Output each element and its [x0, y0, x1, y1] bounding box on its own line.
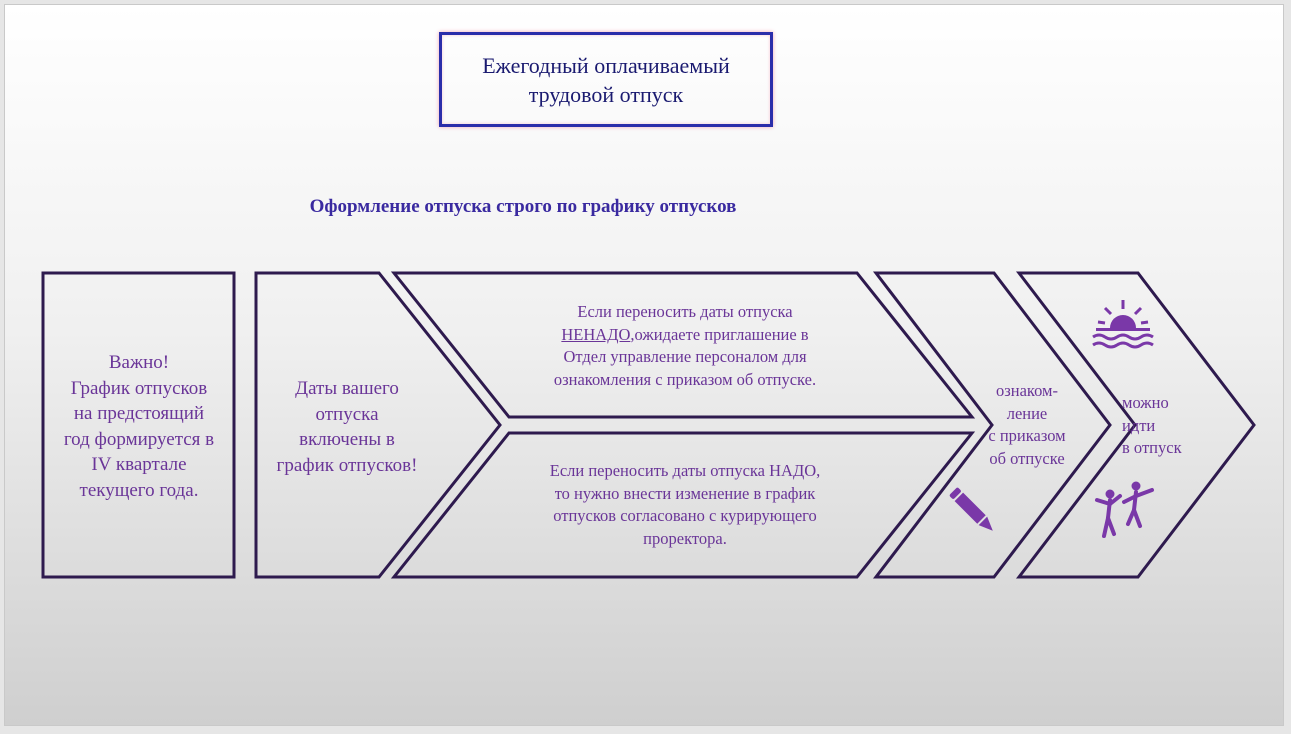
dancing-people-icon: [1095, 481, 1154, 538]
included-text: Даты вашего отпуска включены в график от…: [276, 378, 418, 476]
no-change-rest: ,ожидаете приглашение в Отдел управление…: [553, 324, 817, 389]
go-chevron: [1015, 271, 1256, 579]
no-change-chevron: [390, 271, 976, 419]
acquaint-text: ознаком- ление с приказом об отпуске: [988, 381, 1066, 468]
page-title: Ежегодный оплачиваемый трудовой отпуск: [439, 32, 773, 127]
included-chevron: [254, 271, 502, 579]
acquaint-chevron: [872, 271, 1112, 579]
subtitle: Оформление отпуска строго по графику отп…: [309, 196, 737, 217]
no-change-text: Если переносить даты отпуска НЕНАДО,ожид…: [505, 301, 865, 391]
change-text: Если переносить даты отпуска НАДО, то ну…: [549, 461, 821, 548]
go-text: можно идти в отпуск: [1122, 393, 1182, 457]
no-change-line1: Если переносить даты отпуска: [577, 302, 793, 321]
sunset-sea-icon: [1092, 300, 1154, 349]
important-box: [41, 271, 236, 579]
pencil-icon: [949, 487, 993, 531]
important-text: Важно! График отпусков на предстоящий го…: [63, 352, 215, 501]
no-change-underlined: НЕНАДО: [561, 324, 631, 344]
change-chevron: [390, 431, 976, 579]
